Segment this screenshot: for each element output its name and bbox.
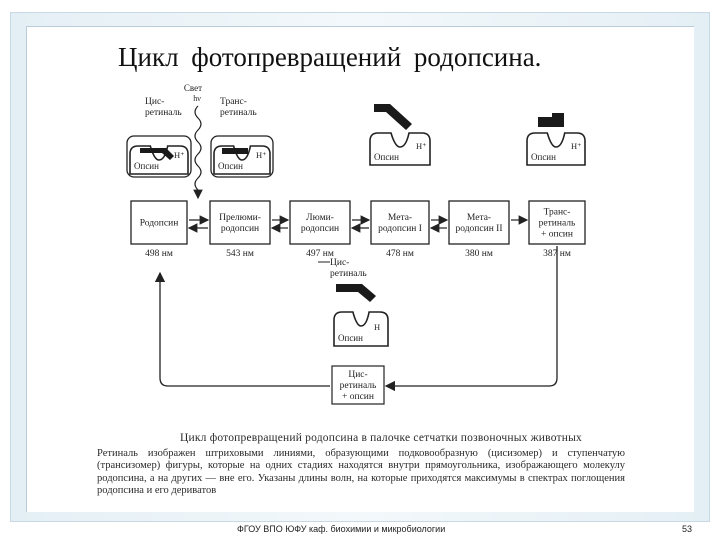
slide-title: Цикл фотопревращений родопсина.	[118, 42, 542, 72]
intermediate-box-0	[130, 200, 188, 245]
intermediate-5-label-1: ретиналь	[539, 219, 576, 229]
bottom-box	[331, 365, 385, 405]
intermediate-box-3	[370, 200, 430, 245]
intermediate-1-label-1: родопсин	[221, 224, 259, 234]
top-state-1-opsin-label: Опсин	[218, 161, 243, 171]
top-state-2-opsin-label: Опсин	[374, 152, 399, 162]
intermediate-box-2	[289, 200, 351, 245]
intermediate-5-label-2: + опсин	[541, 230, 573, 240]
top-state-0-retinal	[140, 148, 174, 160]
intermediate-0-wavelength: 498 нм	[145, 249, 173, 259]
top-state-0-opsin-label: Опсин	[134, 161, 159, 171]
intermediate-box-4	[448, 200, 510, 245]
top-state-3-retinal-step	[552, 113, 564, 118]
slide-footer: ФГОУ ВПО ЮФУ каф. биохимии и микробиолог…	[0, 522, 720, 540]
intermediate-2-label-0: Люми-	[306, 213, 334, 223]
page-number: 53	[682, 524, 693, 534]
lower-state-opsin-shape	[333, 311, 389, 347]
lower-heading-1: ретиналь	[330, 269, 367, 279]
figure-caption: Цикл фотопревращений родопсина в палочке…	[97, 432, 625, 498]
intermediate-5-label-0: Транс-	[544, 208, 571, 218]
top-state-3-opsin-label: Опсин	[531, 152, 556, 162]
top-state-3-proton-label: H⁺	[571, 141, 582, 151]
intermediate-1-wavelength: 543 нм	[226, 249, 254, 259]
top-state-1-heading-0: Транс-	[220, 97, 247, 107]
intermediate-4-label-1: родопсин II	[456, 224, 503, 234]
intermediate-2-wavelength: 497 нм	[306, 249, 334, 259]
intermediate-4-label-0: Мета-	[467, 213, 491, 223]
intermediate-0-label-0: Родопсин	[140, 219, 179, 229]
intermediate-3-wavelength: 478 нм	[386, 249, 414, 259]
return-arrow-left	[154, 271, 330, 387]
bottom-box-label-1: ретиналь	[340, 381, 377, 391]
lower-state-proton-label: H	[374, 322, 380, 332]
bottom-box-label-2: + опсин	[342, 392, 374, 402]
lower-heading-0: Цис-	[330, 258, 349, 268]
top-state-2-retinal	[374, 104, 412, 130]
slide-content-area	[26, 26, 694, 512]
intermediate-4-wavelength: 380 нм	[465, 249, 493, 259]
lower-retinal	[336, 284, 376, 302]
caption-title: Цикл фотопревращений родопсина в палочке…	[180, 432, 582, 444]
intermediate-1-label-0: Прелюми-	[219, 213, 261, 223]
top-state-0-frame	[126, 135, 192, 178]
top-state-0-proton-label: H⁺	[174, 150, 185, 160]
bottom-box-label-0: Цис-	[348, 370, 367, 380]
intermediate-3-label-1: родопсин I	[378, 224, 422, 234]
intermediate-2-label-1: родопсин	[301, 224, 339, 234]
top-state-3-opsin-shape	[526, 132, 586, 166]
light-label: Свет	[184, 83, 202, 93]
caption-body: Ретиналь изображен штриховыми линиями, о…	[97, 447, 625, 497]
intermediate-3-label-0: Мета-	[388, 213, 412, 223]
top-state-3-retinal	[538, 117, 564, 127]
top-state-1-heading-1: ретиналь	[220, 108, 257, 118]
footer-text: ФГОУ ВПО ЮФУ каф. биохимии и микробиолог…	[237, 524, 446, 534]
top-state-1-retinal	[222, 148, 248, 154]
top-state-1-frame	[210, 135, 274, 178]
intermediate-box-1	[209, 200, 271, 245]
top-state-1-proton-label: H⁺	[256, 150, 267, 160]
top-state-2-proton-label: H⁺	[416, 141, 427, 151]
return-arrow-right	[384, 246, 558, 392]
top-state-0-heading-0: Цис-	[145, 97, 164, 107]
light-hv-label: hν	[193, 94, 201, 103]
top-state-0-heading-1: ретиналь	[145, 108, 182, 118]
lower-state-opsin-label: Опсин	[338, 333, 363, 343]
light-squiggle-arrow	[193, 105, 203, 200]
top-state-2-opsin-shape	[369, 132, 431, 166]
intermediate-box-5	[528, 200, 586, 245]
